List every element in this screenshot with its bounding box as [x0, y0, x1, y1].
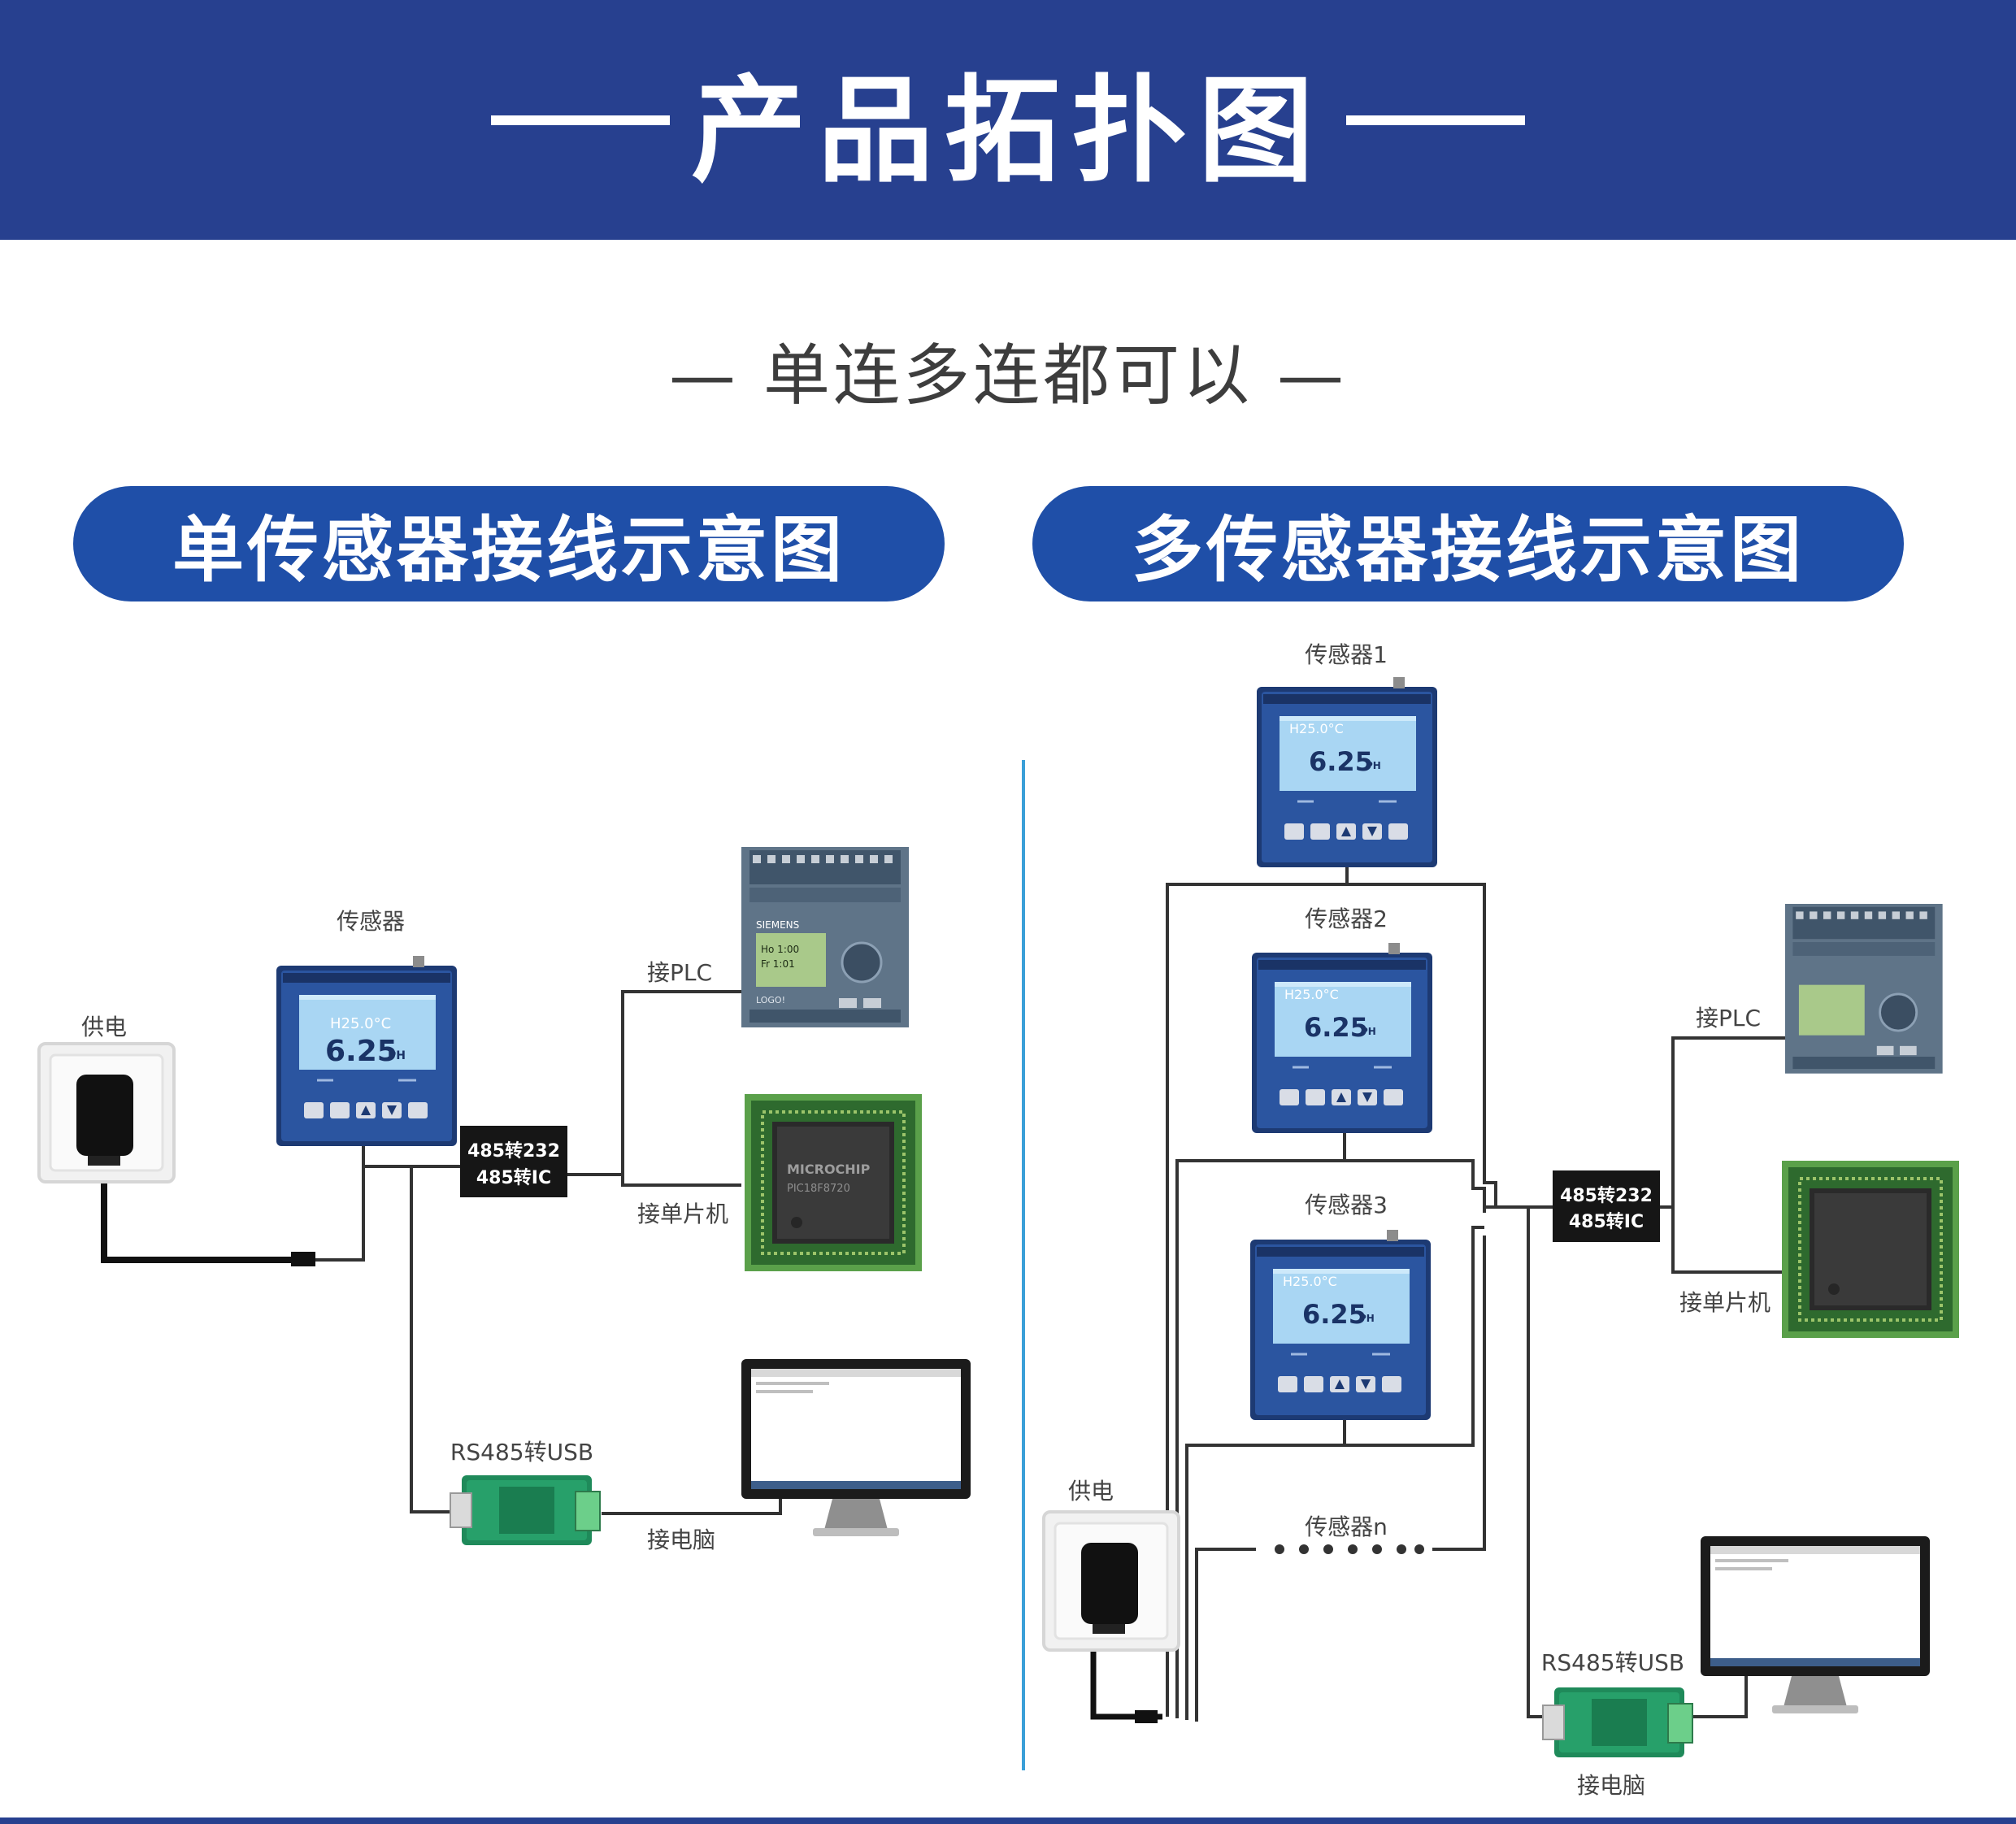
multi-converter-box: [1553, 1170, 1660, 1242]
header-banner: [0, 0, 2016, 240]
page-title-text: 产品拓扑图: [691, 63, 1325, 198]
multi-sensor-3-temp: H25.0°C: [1283, 1274, 1337, 1289]
multi-power-socket: [1042, 1510, 1180, 1652]
single-power-socket: [37, 1042, 176, 1183]
multi-pc-monitor: [1701, 1536, 1930, 1713]
multi-sensor-n-label: 传感器n: [1305, 1513, 1388, 1540]
single-power-cable: [101, 1172, 301, 1263]
multi-sensor-2-value: 6.25: [1304, 1012, 1368, 1043]
multi-converter-label-1: 485转232: [1560, 1185, 1653, 1206]
single-chip-brand: MICROCHIP: [787, 1162, 871, 1177]
single-converter-box: [460, 1126, 567, 1197]
multi-power-label: 供电: [1068, 1478, 1114, 1505]
single-wiring: [305, 990, 782, 1515]
single-sensor-temp: H25.0°C: [330, 1015, 391, 1032]
multi-sensor-3-label: 传感器3: [1305, 1192, 1388, 1218]
multi-usb-label: RS485转USB: [1541, 1649, 1684, 1676]
title-dash-left: [491, 115, 670, 125]
multi-mcu-label: 接单片机: [1679, 1289, 1771, 1316]
multi-pc-label: 接电脑: [1577, 1772, 1645, 1799]
multi-sensor-3-value: 6.25: [1302, 1299, 1366, 1330]
multi-sensor-title: 多传感器接线示意图: [1032, 486, 1904, 601]
multi-sensor-1-unit: PH: [1366, 760, 1381, 771]
single-sensor-unit: PH: [388, 1049, 406, 1062]
single-chip-part: PIC18F8720: [787, 1183, 850, 1195]
single-mcu-label: 接单片机: [637, 1201, 728, 1227]
single-sensor-label: 传感器: [337, 908, 405, 935]
multi-sensor-2-temp: H25.0°C: [1284, 987, 1339, 1002]
multi-sensor-1-label: 传感器1: [1305, 641, 1388, 668]
single-usb-label: RS485转USB: [450, 1439, 593, 1466]
single-pc-monitor: [741, 1359, 971, 1536]
multi-sensor-1-temp: H25.0°C: [1289, 721, 1344, 736]
single-usb-converter: [450, 1474, 601, 1546]
single-sensor-value: 6.25: [325, 1035, 398, 1068]
single-converter-label-2: 485转IC: [476, 1167, 551, 1188]
multi-power-plug: [1135, 1710, 1158, 1723]
single-power-label: 供电: [81, 1014, 127, 1040]
sensor-n-dots: [1275, 1544, 1424, 1554]
multi-sensor-1-value: 6.25: [1309, 746, 1373, 777]
bottom-rule: [0, 1817, 2016, 1824]
power-plug: [291, 1252, 315, 1266]
single-sensor-title: 单传感器接线示意图: [73, 486, 945, 601]
multi-sensor-2-label: 传感器2: [1305, 905, 1388, 932]
single-plc-model: LOGO!: [756, 995, 785, 1005]
multi-plc-label: 接PLC: [1696, 1005, 1761, 1031]
multi-plc-device: [1784, 902, 1944, 1075]
multi-usb-converter: [1542, 1687, 1693, 1758]
multi-converter-label-2: 485转IC: [1569, 1211, 1644, 1232]
multi-sensor-2-unit: PH: [1361, 1026, 1376, 1037]
single-plc-screen-1: Ho 1:00: [761, 944, 799, 955]
single-pc-label: 接电脑: [647, 1527, 715, 1553]
subtitle: — 单连多连都可以 —: [668, 337, 1348, 415]
single-plc-brand: SIEMENS: [756, 919, 799, 931]
title-dash-right: [1346, 115, 1525, 125]
multi-wiring: [1166, 858, 1785, 1722]
single-plc-label: 接PLC: [647, 959, 712, 986]
multi-sensor-3-unit: PH: [1359, 1313, 1375, 1324]
page-title: 产品拓扑图: [0, 0, 2016, 240]
multi-mcu-chip: [1785, 1164, 1956, 1335]
single-converter-label-1: 485转232: [467, 1140, 560, 1162]
single-plc-screen-2: Fr 1:01: [761, 958, 795, 970]
